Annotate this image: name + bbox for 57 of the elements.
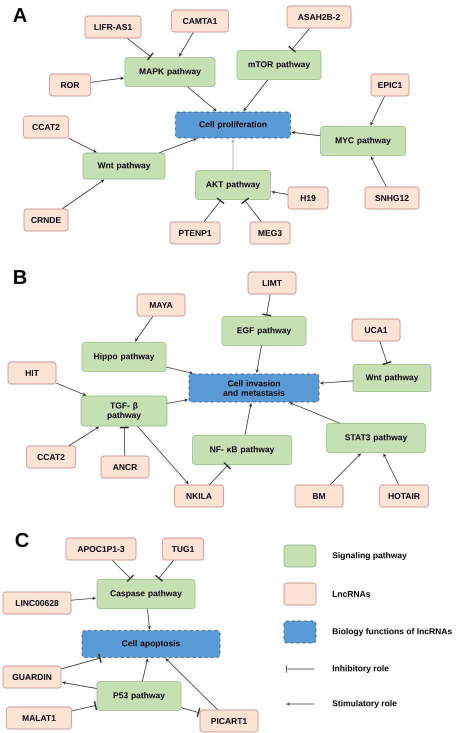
lncrna-box: NKILA: [174, 484, 224, 508]
pathway-box: Wnt pathway: [352, 364, 432, 392]
pathway-box: STAT3 pathway: [326, 423, 426, 453]
lncrna-box: H19: [288, 186, 328, 210]
lncrna-box: CAMTA1: [171, 10, 229, 32]
lncrna-box: ANCR: [100, 456, 150, 478]
arrow: [262, 294, 272, 316]
lncrna-box: HOTAIR: [379, 484, 429, 508]
lncrna-box: CCAT2: [26, 446, 76, 468]
lncrna-box: PTENP1: [170, 222, 220, 244]
lncrna-box: HIT: [8, 362, 56, 384]
arrow: [379, 341, 392, 366]
legend-label: Inhibitory role: [332, 665, 389, 673]
function-box: Cell invasion and metastasis: [188, 374, 320, 402]
legend-label: Signaling pathway: [332, 552, 407, 560]
legend-label: Biology functions of lncRNAs: [332, 628, 452, 636]
arrow: [61, 654, 102, 670]
pathway-box: EGF pathway: [222, 316, 306, 346]
pathway-box: mTOR pathway: [236, 50, 322, 80]
lncrna-box: ROR: [49, 74, 91, 96]
pathway-box: Caspase pathway: [96, 579, 196, 609]
pathway-box: P53 pathway: [96, 681, 182, 711]
panel-letter: A: [13, 8, 27, 22]
function-box: Cell apoptosis: [82, 630, 220, 658]
lncrna-box: LIFR-AS1: [84, 16, 142, 38]
legend-label: Stimulatory role: [332, 700, 397, 708]
pathway-box: Hippo pathway: [82, 342, 166, 372]
pathway-box: Wnt pathway: [82, 152, 166, 180]
lncrna-box: CRNDE: [24, 208, 68, 232]
lncrna-box: GUARDIN: [2, 666, 62, 688]
legend-label: LncRNAs: [332, 591, 370, 597]
lncrna-box: LIMT: [248, 272, 296, 294]
arrow: [120, 426, 129, 456]
lncrna-box: LINC00628: [2, 592, 72, 614]
panel-letter: B: [14, 270, 26, 284]
lncrna-box: APOC1P1-3: [66, 538, 136, 560]
pathway-box: MYC pathway: [320, 126, 406, 156]
lncrna-box: TUG1: [162, 538, 204, 560]
lncrna-box: MEG3: [250, 222, 290, 244]
pathway-box: AKT pathway: [195, 170, 271, 200]
lncrna-box: CCAT2: [23, 116, 69, 138]
pathway-box: NF- κB pathway: [192, 435, 292, 465]
pathway-box: MAPK pathway: [124, 57, 216, 87]
lncrna-box: EPIC1: [370, 74, 410, 96]
lncrna-box: SNHG12: [364, 186, 420, 210]
lncrna-box: MAYA: [136, 294, 186, 316]
lncrna-box: MALAT1: [6, 706, 72, 730]
function-box: Cell proliferation: [175, 112, 291, 138]
arrow: [72, 701, 98, 712]
arrow: [112, 560, 134, 582]
lncrna-box: BM: [294, 484, 344, 508]
pathway-box: TGF- β pathway: [80, 396, 168, 426]
arrow: [241, 198, 262, 222]
lncrna-box: UCA1: [352, 318, 400, 342]
lncrna-box: ASAH2B-2: [286, 6, 352, 28]
lncrna-box: PICART1: [200, 710, 258, 732]
panel-letter: C: [16, 532, 29, 548]
